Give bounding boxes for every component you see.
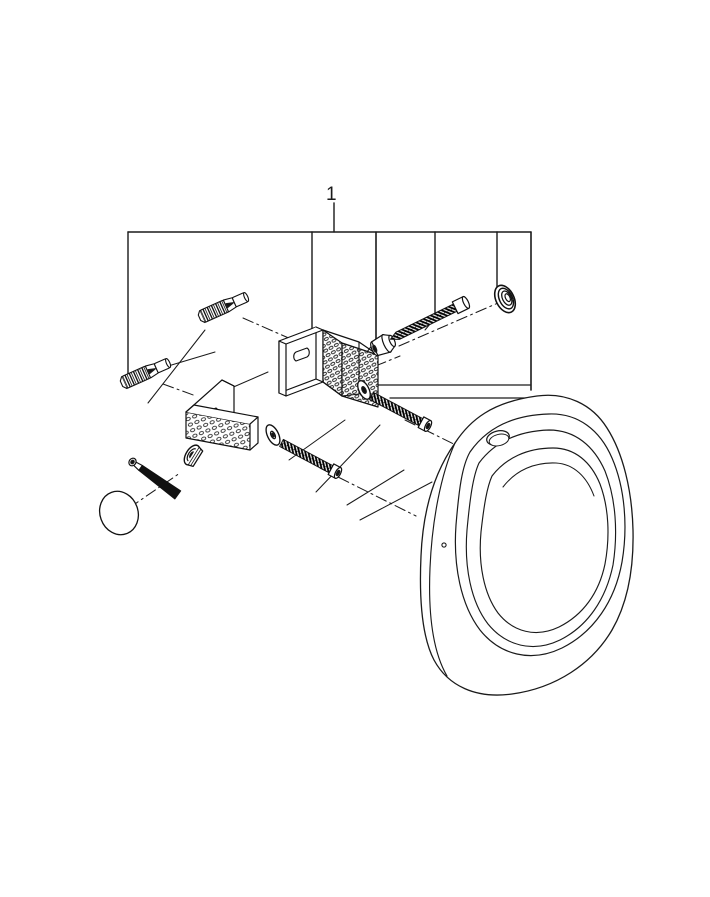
callout-frame	[127, 202, 532, 391]
cover-cap	[98, 490, 140, 536]
urinal-bowl	[419, 394, 634, 696]
callout-number-1: 1	[326, 184, 337, 205]
sleeve-bushing	[370, 334, 397, 357]
washer-lower	[265, 424, 281, 446]
sealing-ring	[493, 284, 517, 314]
wall-anchor-lower	[119, 358, 172, 390]
screw-mid	[369, 391, 433, 432]
bracket-lower	[185, 379, 259, 451]
screw-upper	[389, 295, 471, 340]
outlet-dot	[441, 542, 447, 548]
washer-upper	[357, 380, 371, 400]
wall-skirting-band	[375, 384, 531, 399]
bracket-upper	[278, 326, 379, 408]
cap-nut	[183, 444, 204, 467]
screw-lower	[279, 438, 343, 479]
wall-anchor-upper	[197, 292, 250, 324]
screw-cap-bolt	[128, 457, 182, 500]
